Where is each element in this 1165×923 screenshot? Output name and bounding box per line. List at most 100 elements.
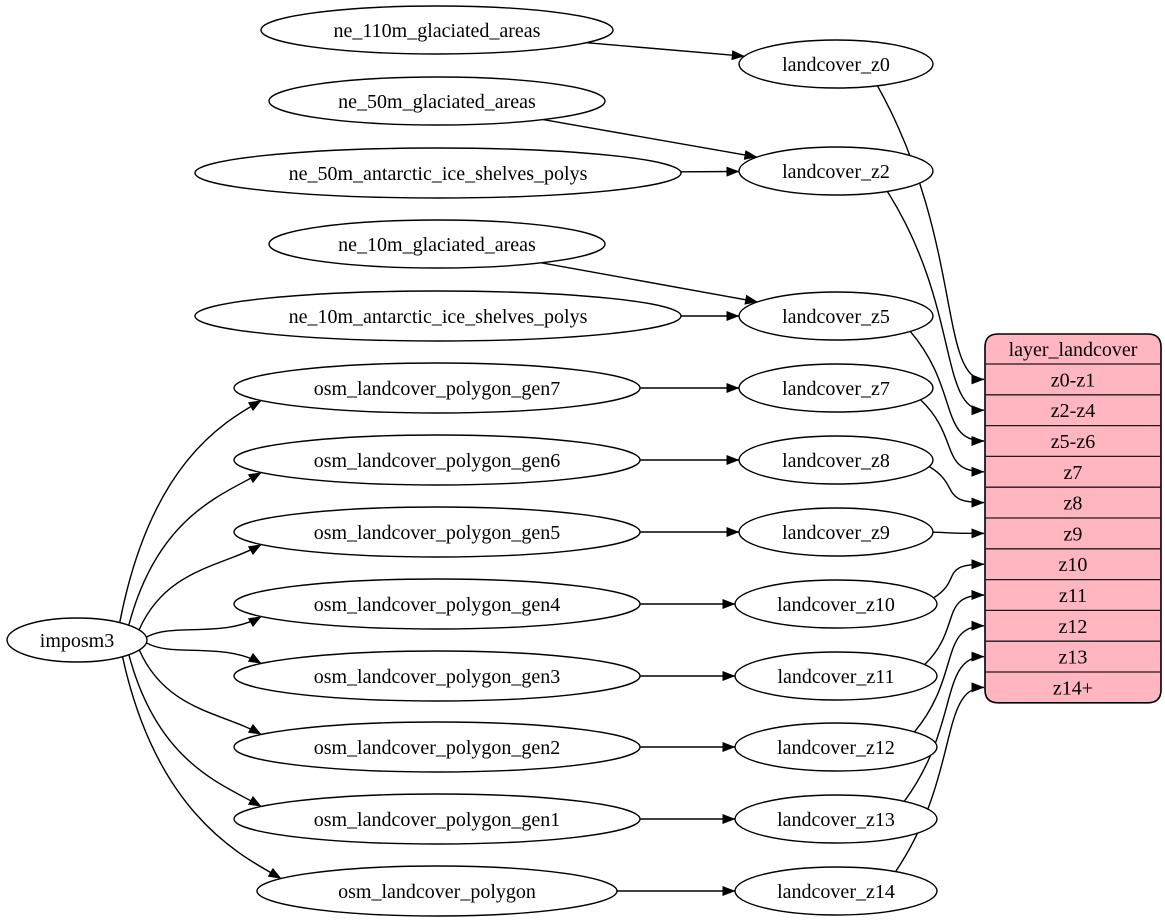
- edge-landcover_z12-to-layer_landcover-z12: [913, 620, 985, 733]
- node-osm_landcover_polygon_gen2: osm_landcover_polygon_gen2: [233, 721, 641, 773]
- node-label-osm_landcover_polygon_gen4: osm_landcover_polygon_gen4: [314, 594, 561, 616]
- table-row-z10: z10: [1059, 554, 1088, 576]
- node-landcover_z14: landcover_z14: [734, 866, 938, 916]
- edge-landcover_z8-to-layer_landcover-z8: [928, 465, 985, 508]
- node-ellipse-osm_landcover_polygon_gen7: [233, 362, 641, 414]
- node-label-osm_landcover_polygon_gen3: osm_landcover_polygon_gen3: [314, 666, 561, 688]
- node-osm_landcover_polygon_gen1: osm_landcover_polygon_gen1: [233, 793, 641, 845]
- node-ne_50m_antarctic_ice_shelves_polys: ne_50m_antarctic_ice_shelves_polys: [194, 147, 682, 199]
- node-label-ne_50m_glaciated_areas: ne_50m_glaciated_areas: [338, 91, 536, 113]
- edge-ne_110m_glaciated_areas-to-landcover_z0: [586, 42, 745, 61]
- node-label-landcover_z10: landcover_z10: [777, 594, 895, 616]
- node-ellipse-landcover_z0: [738, 39, 934, 89]
- node-ellipse-imposm3: [6, 617, 148, 663]
- edge-imposm3-to-osm_landcover_polygon_gen6: [128, 471, 262, 626]
- node-label-ne_50m_antarctic_ice_shelves_polys: ne_50m_antarctic_ice_shelves_polys: [289, 163, 588, 185]
- node-osm_landcover_polygon: osm_landcover_polygon: [256, 865, 618, 917]
- edge-landcover_z2-to-layer_landcover-z2-z4: [886, 191, 985, 416]
- table-row-z2-z4: z2-z4: [1051, 400, 1095, 422]
- table-row-z14+: z14+: [1053, 677, 1093, 699]
- edge-imposm3-to-osm_landcover_polygon_gen7: [119, 399, 262, 623]
- node-ellipse-osm_landcover_polygon_gen6: [233, 434, 641, 486]
- node-label-landcover_z5: landcover_z5: [782, 306, 890, 328]
- node-label-landcover_z2: landcover_z2: [782, 161, 890, 183]
- edge-landcover_z9-to-layer_landcover-z9: [932, 528, 985, 539]
- node-ellipse-landcover_z8: [738, 435, 934, 485]
- node-ellipse-landcover_z12: [734, 722, 938, 772]
- node-ellipse-landcover_z13: [734, 794, 938, 844]
- node-osm_landcover_polygon_gen3: osm_landcover_polygon_gen3: [233, 650, 641, 702]
- edge-landcover_z7-to-layer_landcover-z7: [920, 399, 985, 477]
- edge-landcover_z13-to-layer_landcover-z13: [903, 651, 985, 802]
- node-landcover_z11: landcover_z11: [734, 651, 938, 701]
- node-landcover_z0: landcover_z0: [738, 39, 934, 89]
- node-landcover_z5: landcover_z5: [738, 291, 934, 341]
- node-label-osm_landcover_polygon_gen1: osm_landcover_polygon_gen1: [314, 809, 561, 831]
- edge-imposm3-to-osm_landcover_polygon_gen1: [128, 654, 262, 808]
- edge-landcover_z0-to-layer_landcover-z0-z1: [876, 85, 985, 385]
- node-ellipse-landcover_z10: [734, 579, 938, 629]
- node-ellipse-osm_landcover_polygon_gen3: [233, 650, 641, 702]
- edge-imposm3-to-osm_landcover_polygon: [121, 656, 282, 880]
- table-title: layer_landcover: [1009, 339, 1138, 361]
- node-label-osm_landcover_polygon_gen5: osm_landcover_polygon_gen5: [314, 522, 561, 544]
- node-ellipse-osm_landcover_polygon_gen5: [233, 506, 641, 558]
- record-table-group: layer_landcoverz0-z1z2-z4z5-z6z7z8z9z10z…: [984, 333, 1162, 704]
- edge-ne_50m_glaciated_areas-to-landcover_z2: [542, 118, 758, 160]
- table-row-z7: z7: [1064, 462, 1083, 484]
- node-osm_landcover_polygon_gen5: osm_landcover_polygon_gen5: [233, 506, 641, 558]
- node-label-landcover_z13: landcover_z13: [777, 809, 895, 831]
- table-row-z13: z13: [1059, 647, 1088, 669]
- node-osm_landcover_polygon_gen4: osm_landcover_polygon_gen4: [233, 578, 641, 630]
- node-label-landcover_z14: landcover_z14: [777, 881, 895, 903]
- table-row-z9: z9: [1064, 523, 1083, 545]
- node-landcover_z9: landcover_z9: [738, 507, 934, 557]
- node-landcover_z8: landcover_z8: [738, 435, 934, 485]
- node-ne_10m_glaciated_areas: ne_10m_glaciated_areas: [268, 219, 606, 269]
- edges-group: [119, 42, 985, 897]
- node-label-landcover_z12: landcover_z12: [777, 737, 895, 759]
- node-ellipse-landcover_z5: [738, 291, 934, 341]
- edge-imposm3-to-osm_landcover_polygon_gen5: [138, 543, 262, 631]
- node-label-landcover_z0: landcover_z0: [782, 54, 890, 76]
- node-ne_50m_glaciated_areas: ne_50m_glaciated_areas: [268, 76, 606, 126]
- node-ellipse-ne_10m_glaciated_areas: [268, 219, 606, 269]
- node-ellipse-osm_landcover_polygon_gen4: [233, 578, 641, 630]
- edge-imposm3-to-osm_landcover_polygon_gen2: [138, 649, 262, 736]
- node-ellipse-ne_50m_antarctic_ice_shelves_polys: [194, 147, 682, 199]
- table-row-z0-z1: z0-z1: [1051, 369, 1095, 391]
- table-row-z12: z12: [1059, 616, 1088, 638]
- edge-imposm3-to-osm_landcover_polygon_gen3: [146, 642, 262, 665]
- node-ellipse-landcover_z9: [738, 507, 934, 557]
- node-ellipse-ne_110m_glaciated_areas: [260, 5, 614, 55]
- node-ellipse-landcover_z11: [734, 651, 938, 701]
- node-ellipse-osm_landcover_polygon_gen2: [233, 721, 641, 773]
- node-label-osm_landcover_polygon: osm_landcover_polygon: [338, 881, 536, 903]
- node-label-landcover_z9: landcover_z9: [782, 522, 890, 544]
- edge-landcover_z11-to-layer_landcover-z11: [924, 590, 985, 666]
- node-landcover_z12: landcover_z12: [734, 722, 938, 772]
- node-label-ne_10m_antarctic_ice_shelves_polys: ne_10m_antarctic_ice_shelves_polys: [289, 306, 588, 328]
- node-landcover_z2: landcover_z2: [738, 146, 934, 196]
- edge-ne_10m_glaciated_areas-to-landcover_z5: [541, 262, 759, 305]
- node-osm_landcover_polygon_gen7: osm_landcover_polygon_gen7: [233, 362, 641, 414]
- node-imposm3: imposm3: [6, 617, 148, 663]
- node-ellipse-osm_landcover_polygon: [256, 865, 618, 917]
- node-ne_10m_antarctic_ice_shelves_polys: ne_10m_antarctic_ice_shelves_polys: [194, 290, 682, 342]
- table-row-z11: z11: [1059, 585, 1087, 607]
- node-label-ne_10m_glaciated_areas: ne_10m_glaciated_areas: [338, 234, 536, 256]
- node-label-osm_landcover_polygon_gen2: osm_landcover_polygon_gen2: [314, 737, 561, 759]
- node-label-landcover_z7: landcover_z7: [782, 378, 890, 400]
- node-landcover_z7: landcover_z7: [738, 363, 934, 413]
- node-ellipse-ne_50m_glaciated_areas: [268, 76, 606, 126]
- table-row-z8: z8: [1064, 493, 1083, 515]
- nodes-group: imposm3ne_110m_glaciated_areaslandcover_…: [6, 5, 938, 917]
- node-label-landcover_z8: landcover_z8: [782, 450, 890, 472]
- edge-imposm3-to-osm_landcover_polygon_gen4: [146, 615, 262, 638]
- node-ellipse-landcover_z2: [738, 146, 934, 196]
- node-ellipse-osm_landcover_polygon_gen1: [233, 793, 641, 845]
- node-ellipse-ne_10m_antarctic_ice_shelves_polys: [194, 290, 682, 342]
- node-label-osm_landcover_polygon_gen6: osm_landcover_polygon_gen6: [314, 450, 561, 472]
